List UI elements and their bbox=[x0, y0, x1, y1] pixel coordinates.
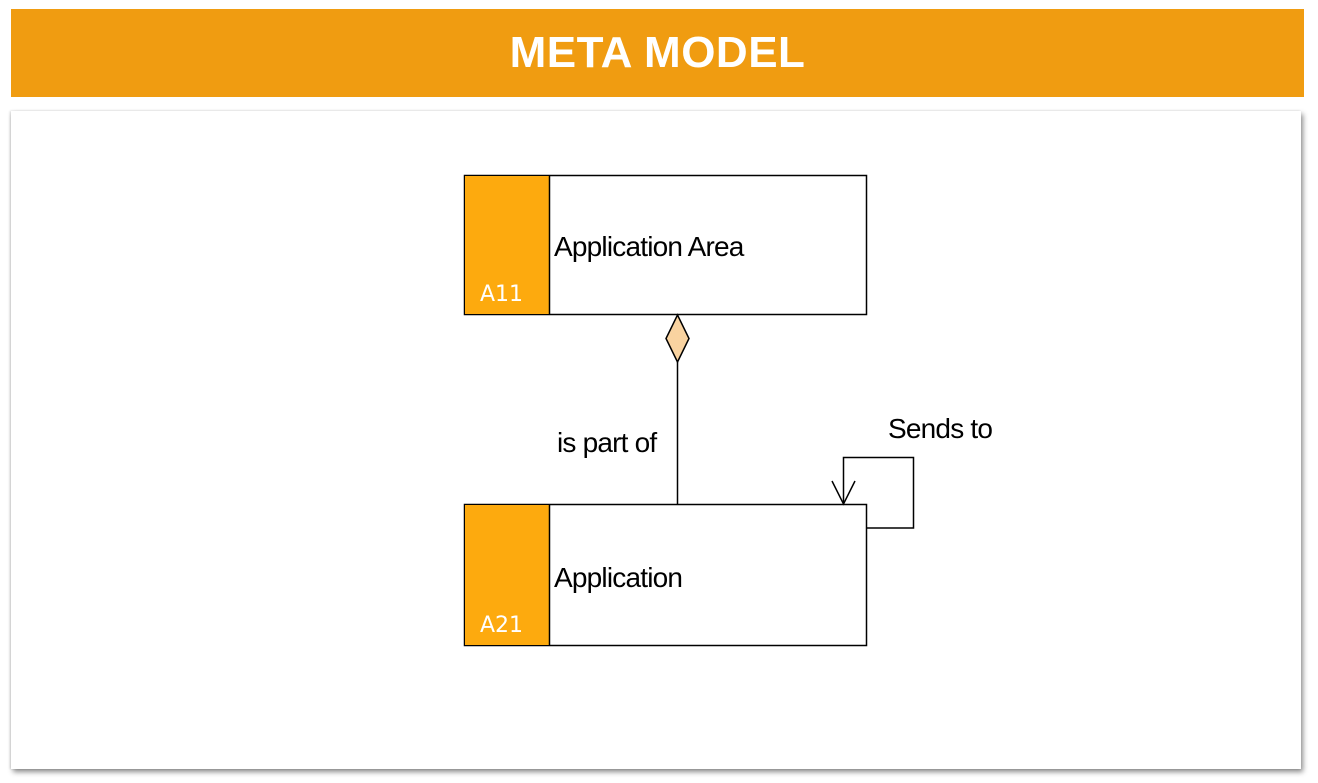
node-label: Application bbox=[554, 562, 682, 593]
node-tag bbox=[465, 505, 549, 645]
node-tag bbox=[465, 176, 549, 314]
node-code: A11 bbox=[480, 282, 523, 307]
arrowhead-icon bbox=[831, 480, 856, 506]
node-label: Application Area bbox=[554, 231, 745, 262]
edge-is-part-of[interactable]: is part of bbox=[557, 313, 690, 505]
edge-label: Sends to bbox=[888, 413, 992, 444]
node-application[interactable]: A21 Application bbox=[463, 503, 868, 647]
node-application-area[interactable]: A11 Application Area bbox=[463, 174, 868, 316]
edge-line bbox=[842, 456, 915, 529]
node-code: A21 bbox=[480, 613, 523, 638]
page-title: META MODEL bbox=[509, 28, 806, 77]
header-banner: META MODEL bbox=[11, 9, 1304, 97]
aggregation-diamond-icon bbox=[665, 313, 690, 364]
edge-label: is part of bbox=[557, 427, 657, 458]
edge-sends-to[interactable]: Sends to bbox=[831, 413, 993, 529]
